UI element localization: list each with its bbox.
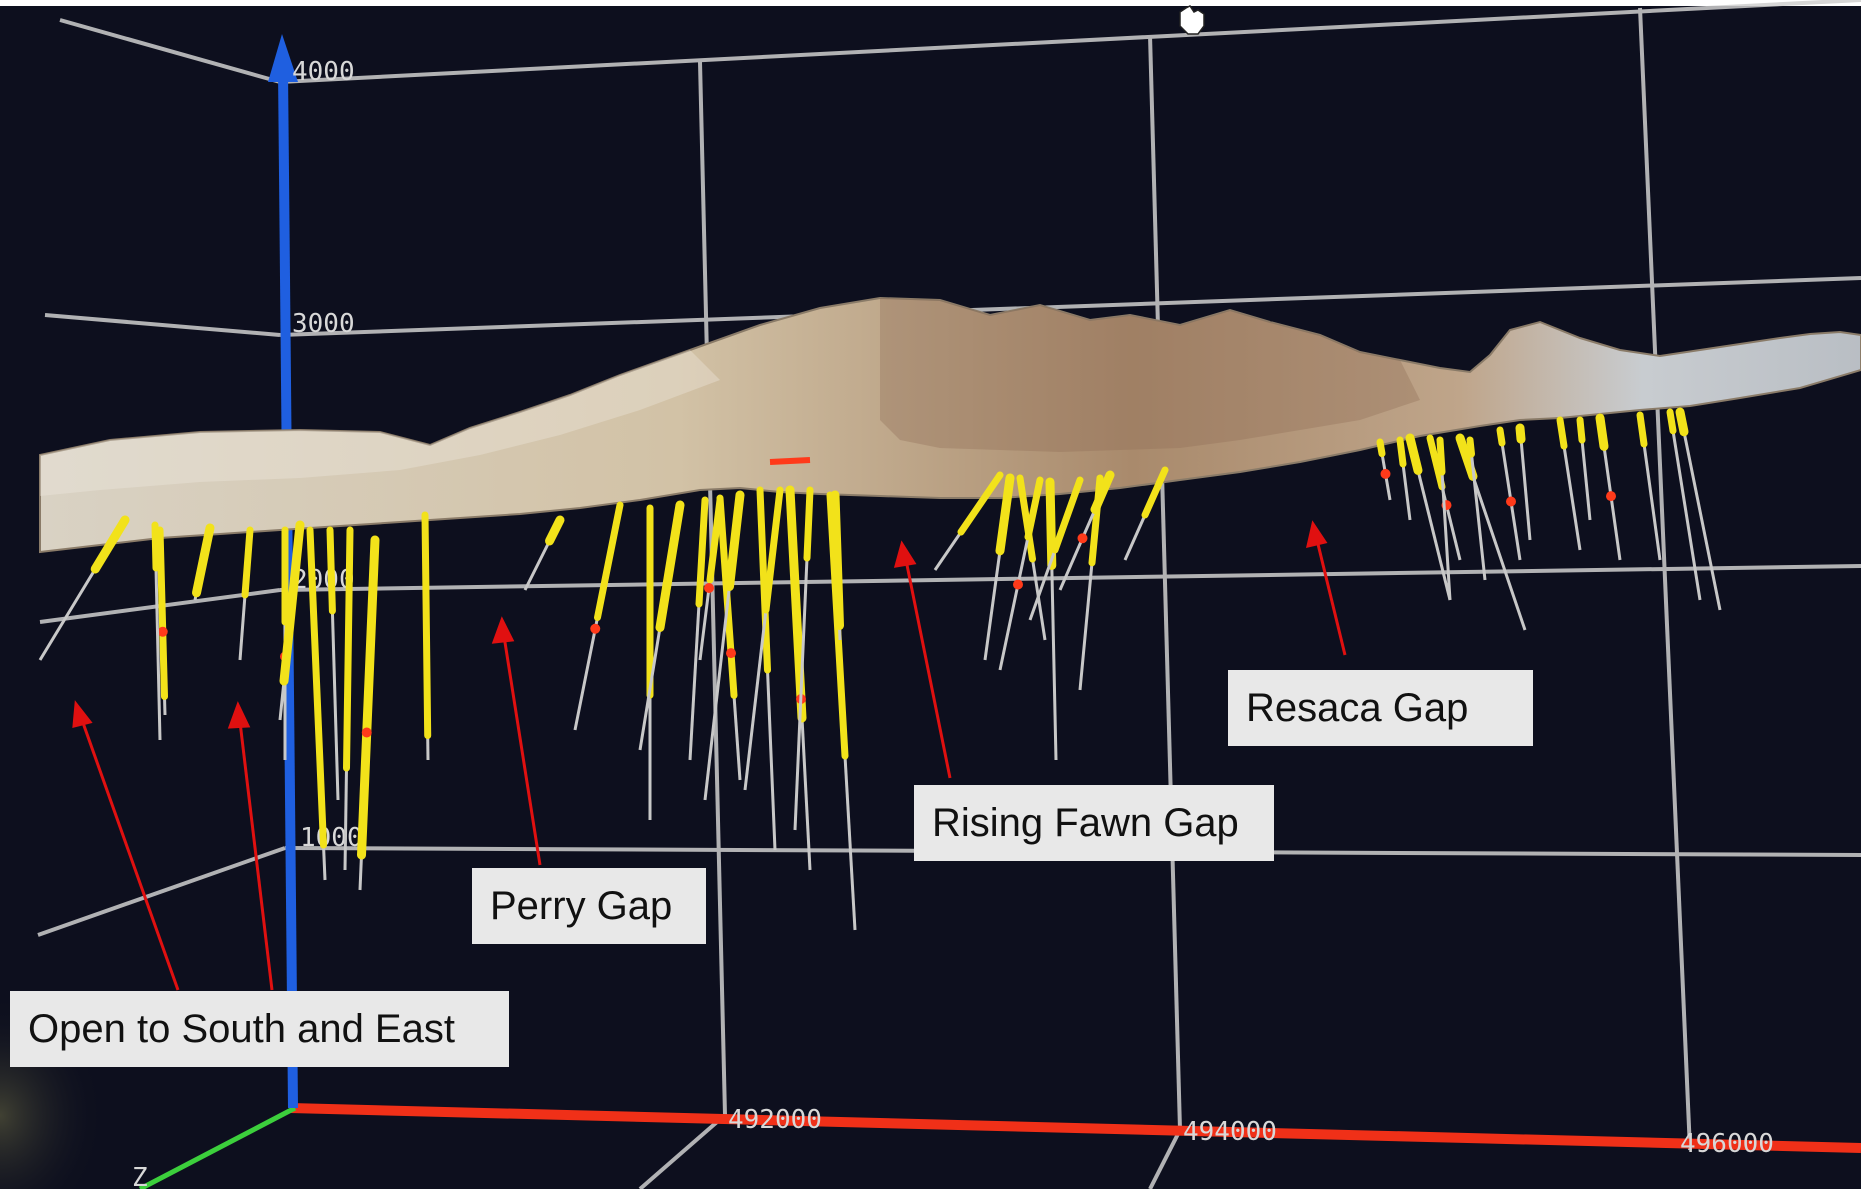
high-grade-marker xyxy=(1380,468,1391,479)
elevation-tick-4000: 4000 xyxy=(292,57,355,87)
drill-hole-mineralized-interval xyxy=(1376,438,1386,458)
easting-tick-494000: 494000 xyxy=(1183,1117,1277,1147)
drill-hole-mineralized-interval xyxy=(545,515,565,546)
terrain-highlight xyxy=(40,350,720,496)
drill-hole-mineralized-interval xyxy=(151,521,160,572)
drill-hole-mineralized-interval xyxy=(1436,436,1446,476)
drill-hole-mineralized-interval xyxy=(1556,416,1568,450)
drill-hole-mineralized-interval xyxy=(421,511,432,739)
high-grade-marker xyxy=(704,583,714,593)
drill-hole-mineralized-interval xyxy=(803,486,814,562)
callout-resaca-gap: Resaca Gap xyxy=(1228,670,1533,746)
drill-hole-mineralized-interval xyxy=(1515,423,1526,444)
drill-hole-mineralized-interval xyxy=(1405,433,1423,475)
easting-tick-496000: 496000 xyxy=(1680,1129,1774,1159)
high-grade-marker xyxy=(1077,533,1088,544)
drill-hole-mineralized-interval xyxy=(1576,416,1586,444)
elevation-tick-2000: 2000 xyxy=(292,565,355,595)
drill-hole-mineralized-interval xyxy=(1090,470,1115,514)
drill-hole-mineralized-interval xyxy=(785,485,807,723)
drill-hole-mineralized-interval xyxy=(1636,411,1648,448)
drill-hole-mineralized-interval xyxy=(695,496,709,608)
vertical-axis-arrowhead xyxy=(268,34,298,82)
drill-hole-mineralized-interval xyxy=(1396,436,1407,468)
terrain-surface xyxy=(39,296,1861,554)
drill-hole-mineralized-interval xyxy=(995,473,1015,556)
callout-open-south-east: Open to South and East xyxy=(10,991,509,1067)
z-axis-label: Z xyxy=(132,1163,148,1189)
annotation-arrows xyxy=(72,520,1347,991)
high-grade-marker xyxy=(1013,579,1023,590)
drill-hole-mineralized-interval xyxy=(756,486,771,674)
drill-hole-mineralized-interval xyxy=(1455,433,1478,481)
hand-cursor-icon xyxy=(1179,5,1205,35)
high-grade-marker xyxy=(726,648,736,659)
easting-axis xyxy=(289,1103,1861,1153)
drill-hole-mineralized-interval xyxy=(762,486,784,614)
drill-hole-mineralized-interval xyxy=(1466,436,1475,458)
drill-hole-mineralized-interval xyxy=(343,526,354,772)
high-grade-marker xyxy=(361,727,372,738)
drill-hole-mineralized-interval xyxy=(655,500,685,632)
drill-hole-mineralized-interval xyxy=(594,501,624,621)
drill-hole-mineralized-interval xyxy=(1595,413,1609,451)
easting-tick-492000: 492000 xyxy=(728,1105,822,1135)
drill-hole-trace xyxy=(1498,429,1522,561)
drill-hole-trace xyxy=(1518,427,1532,541)
drill-hole-mineralized-interval xyxy=(90,515,130,574)
screen-glare xyxy=(0,700,420,1189)
high-grade-collar-band xyxy=(769,457,811,465)
high-grade-marker xyxy=(157,626,168,637)
drill-hole-mineralized-interval xyxy=(1051,476,1084,554)
drill-hole-mineralized-interval xyxy=(306,526,327,849)
drill-hole-trace xyxy=(1668,411,1702,601)
callout-rising-fawn-gap: Rising Fawn Gap xyxy=(914,785,1274,861)
drill-hole-mineralized-interval xyxy=(1496,426,1506,447)
drill-hole-mineralized-interval xyxy=(241,526,254,599)
drill-hole-mineralized-interval xyxy=(957,471,1004,536)
elevation-tick-3000: 3000 xyxy=(292,309,355,339)
drill-hole-trace xyxy=(1678,411,1722,611)
drill-hole-mineralized-interval xyxy=(830,490,844,630)
terrain-ridge-shading xyxy=(880,298,1420,452)
high-grade-marker xyxy=(1606,491,1616,502)
drill-hole-mineralized-interval xyxy=(156,526,168,700)
callout-perry-gap: Perry Gap xyxy=(472,868,706,944)
drill-hole-mineralized-interval xyxy=(1024,476,1044,541)
drill-holes xyxy=(38,407,1722,931)
drill-hole-mineralized-interval xyxy=(1426,434,1446,491)
drill-hole-mineralized-interval xyxy=(725,490,745,591)
drill-hole-mineralized-interval xyxy=(326,526,336,615)
drill-hole-mineralized-interval xyxy=(357,535,380,860)
drill-hole-mineralized-interval xyxy=(192,523,215,598)
drill-hole-mineralized-interval xyxy=(1045,477,1057,570)
drill-hole-mineralized-interval xyxy=(706,496,724,584)
drill-hole-mineralized-interval xyxy=(1675,407,1689,437)
z-axis xyxy=(138,1105,297,1189)
elevation-tick-1000: 1000 xyxy=(300,823,363,853)
high-grade-marker xyxy=(1506,496,1516,507)
drill-hole-mineralized-interval xyxy=(1141,466,1169,519)
drill-hole-trace xyxy=(1468,439,1487,581)
drill-hole-mineralized-interval xyxy=(1666,408,1677,435)
drill-hole-mineralized-interval xyxy=(279,520,305,686)
drill-hole-mineralized-interval xyxy=(1016,474,1036,563)
high-grade-marker xyxy=(590,623,601,634)
